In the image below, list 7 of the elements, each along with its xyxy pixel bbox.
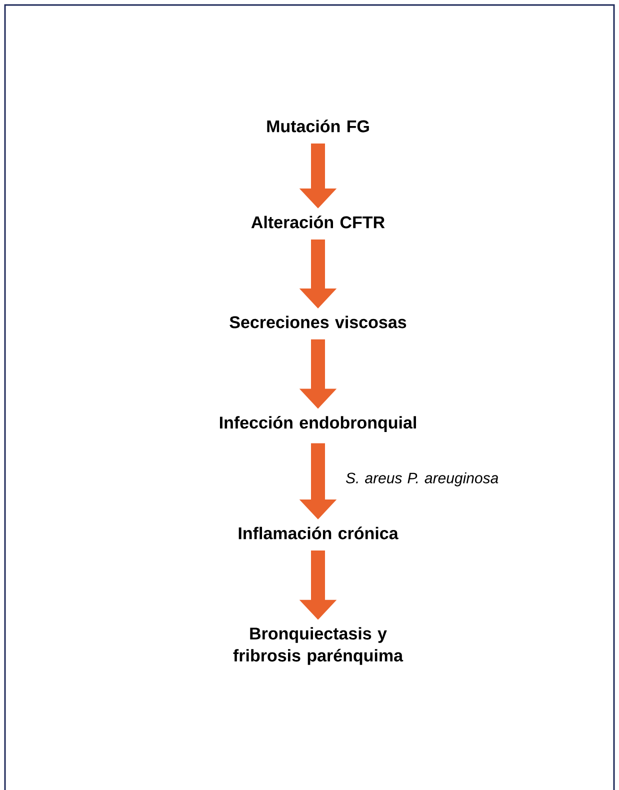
step-text: Alteración CFTR <box>251 216 385 228</box>
step-text: Infección endobronquial <box>220 416 416 432</box>
step-text: Bronquiectasis y fribrosis parénquima <box>233 627 404 665</box>
step-text: Mutación FG <box>267 120 369 132</box>
edge-label: S. areus P. areuginosa <box>346 472 498 486</box>
step-text: Secreciones viscosas <box>230 316 406 328</box>
step-text: Inflamación crónica <box>238 526 398 540</box>
